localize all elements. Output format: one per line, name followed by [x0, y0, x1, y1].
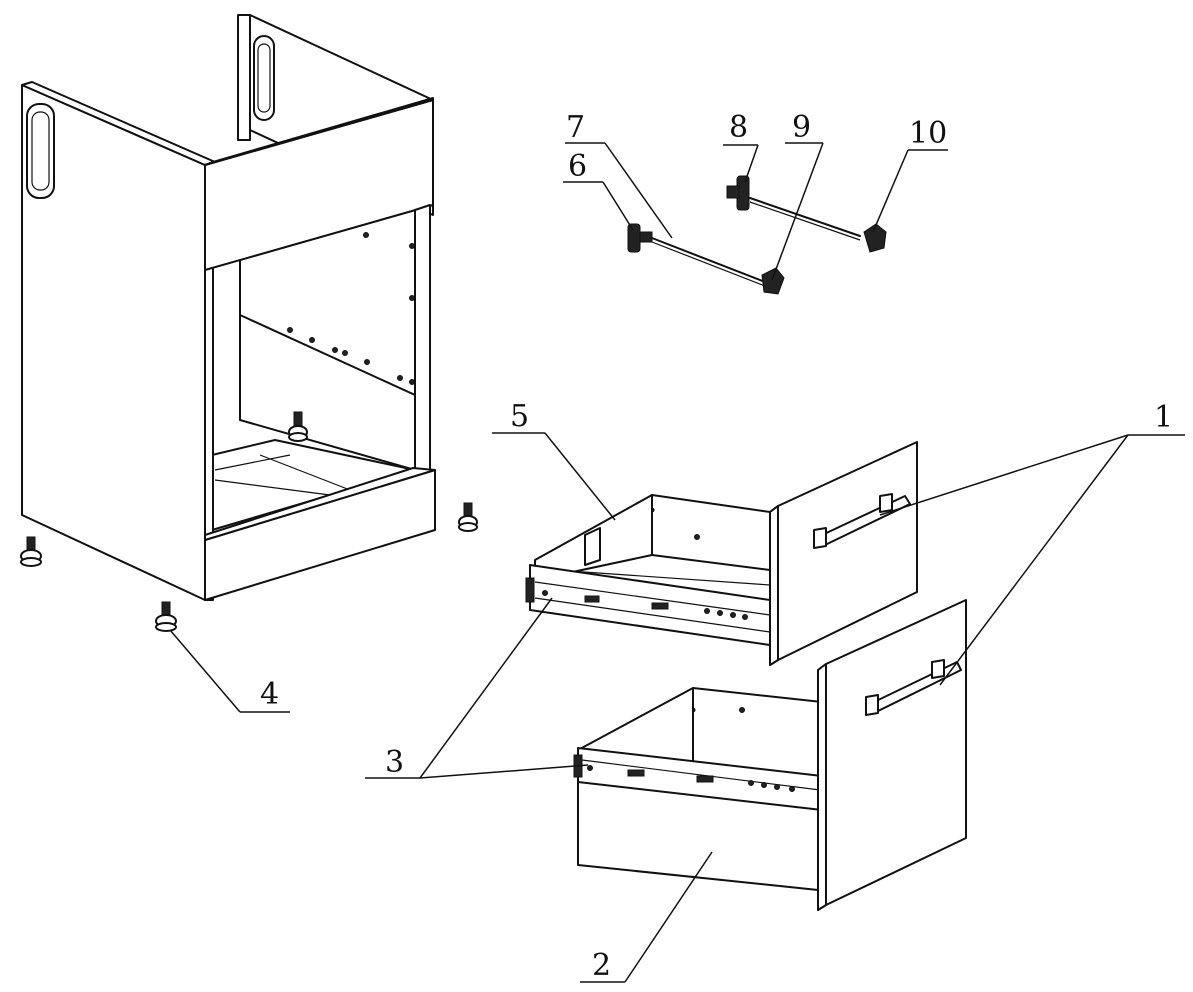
callout-8: 8: [729, 110, 748, 145]
foot-rear: [288, 411, 308, 442]
upper-drawer-handle: [813, 493, 911, 549]
callout-3: 3: [385, 745, 404, 780]
back-upright-edge: [237, 14, 251, 141]
runner-holes-upper: [542, 590, 748, 620]
callout-4: 4: [260, 677, 279, 712]
upper-drawer-back: [651, 494, 771, 571]
side-oval-cutout: [26, 103, 55, 199]
callout-6: 6: [568, 149, 587, 184]
cabinet-carcass: [21, 14, 436, 601]
levelling-feet: [20, 411, 478, 632]
lower-drawer-front: [817, 599, 967, 911]
connector-bolt-set-upper: [726, 175, 887, 253]
right-upright: [414, 204, 431, 481]
callout-labels: 1 2 3 4 5 6 7 8 9 10: [260, 110, 1173, 983]
lower-drawer-handle: [865, 659, 962, 716]
upper-drawer: [525, 441, 918, 666]
callout-2: 2: [592, 948, 611, 983]
foot-right: [458, 502, 478, 532]
connector-bolt-set-lower: [627, 223, 785, 295]
cam-nut-upper: [863, 223, 887, 253]
callout-7: 7: [566, 110, 585, 145]
cam-bolt-housing: [627, 223, 641, 253]
leader-lines: [169, 142, 1185, 983]
callout-5: 5: [510, 399, 529, 434]
cam-nut: [761, 267, 785, 295]
lower-drawer: [573, 599, 967, 911]
runner-holes-lower: [587, 765, 795, 792]
callout-10: 10: [909, 116, 947, 151]
inner-panel-holes: [287, 232, 415, 385]
back-oval-cutout: [253, 35, 275, 121]
callout-9: 9: [792, 110, 811, 145]
callout-1: 1: [1154, 400, 1173, 435]
foot-left: [20, 536, 42, 567]
foot-front: [155, 601, 177, 632]
